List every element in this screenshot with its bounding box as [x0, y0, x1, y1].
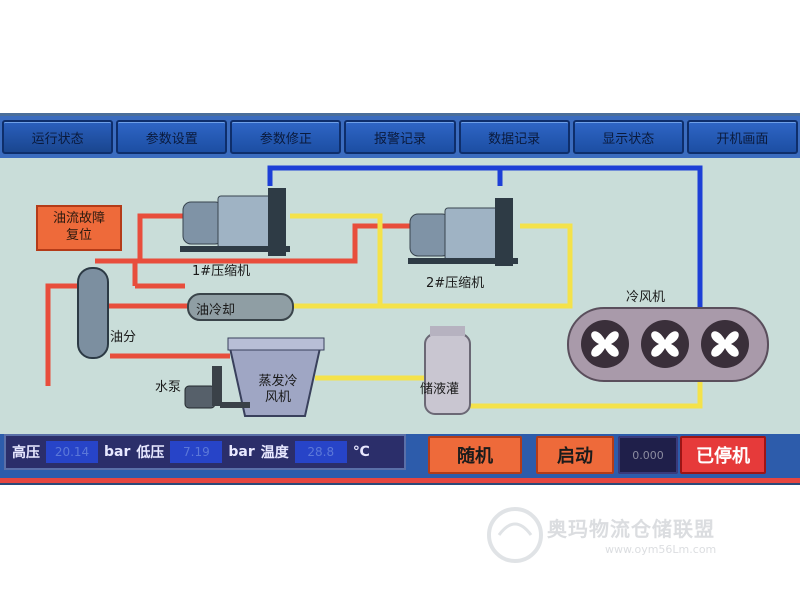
water-pump: [184, 366, 250, 409]
fan-icon: [641, 320, 689, 368]
tab-startup-screen[interactable]: 开机画面: [686, 120, 798, 154]
alarm-line2: 复位: [65, 228, 92, 243]
oil-fault-reset-button[interactable]: 油流故障 复位: [36, 205, 122, 251]
tab-alarm-records[interactable]: 报警记录: [344, 120, 456, 154]
start-button[interactable]: 启动: [536, 436, 614, 474]
compressor-2: [408, 198, 518, 266]
evaporative-condenser: [227, 337, 325, 417]
tab-data-records[interactable]: 数据记录: [458, 120, 570, 154]
nav-tabs: 运行状态 参数设置 参数修正 报警记录 数据记录 显示状态 开机画面: [0, 116, 800, 158]
hmi-screen: 运行状态 参数设置 参数修正 报警记录 数据记录 显示状态 开机画面: [0, 113, 800, 485]
bottom-red-stripe: [0, 478, 800, 483]
temperature-value: 28.8: [294, 441, 347, 463]
tab-run-status[interactable]: 运行状态: [2, 120, 114, 154]
compressor-1-label: 1#压缩机: [192, 264, 251, 279]
oil-separator-label: 油分: [110, 330, 137, 345]
water-pump-label: 水泵: [155, 380, 182, 395]
watermark: 奥玛物流仓储联盟 www.oym56Lm.com: [485, 505, 785, 565]
air-cooler-label: 冷风机: [626, 290, 666, 305]
run-state-indicator: 0.000: [618, 436, 678, 474]
compressor-1: [180, 188, 290, 256]
alarm-line1: 油流故障: [52, 211, 105, 227]
high-pressure-value: 20.14: [46, 441, 98, 463]
suction-line: [267, 165, 703, 311]
low-pressure-label: 低压: [136, 445, 165, 461]
stopped-status-button[interactable]: 已停机: [680, 436, 766, 474]
tab-display-status[interactable]: 显示状态: [572, 120, 684, 154]
receiver-label: 储液灌: [420, 382, 460, 397]
watermark-url: www.oym56Lm.com: [605, 543, 717, 556]
watermark-logo-icon: [487, 507, 543, 563]
oil-cooler-label: 油冷却: [196, 303, 236, 318]
status-panel: 高压 20.14 bar 低压 7.19 bar 温度 28.8 ℃: [4, 434, 406, 470]
oil-separator: [77, 267, 109, 359]
refrigeration-diagram: [45, 165, 769, 417]
mode-button[interactable]: 随机: [428, 436, 522, 474]
temperature-unit: ℃: [352, 444, 370, 460]
discharge-line: [45, 213, 410, 386]
receiver-tank: [424, 326, 471, 415]
oil-cooler: [187, 293, 294, 321]
tab-param-correction[interactable]: 参数修正: [230, 120, 342, 154]
compressor-2-label: 2#压缩机: [426, 276, 485, 291]
fan-icon: [701, 320, 749, 368]
unit-bar-1: bar: [104, 444, 131, 460]
evap-condenser-label: 蒸发冷风机: [258, 374, 298, 405]
liquid-line-3: [315, 375, 703, 409]
unit-bar-2: bar: [228, 444, 255, 460]
temperature-label: 温度: [260, 445, 289, 461]
low-pressure-value: 7.19: [170, 441, 223, 463]
high-pressure-label: 高压: [12, 445, 40, 461]
fan-icon: [581, 320, 629, 368]
air-cooler-unit: [567, 307, 769, 382]
watermark-title: 奥玛物流仓储联盟: [547, 517, 715, 541]
tab-param-settings[interactable]: 参数设置: [116, 120, 228, 154]
